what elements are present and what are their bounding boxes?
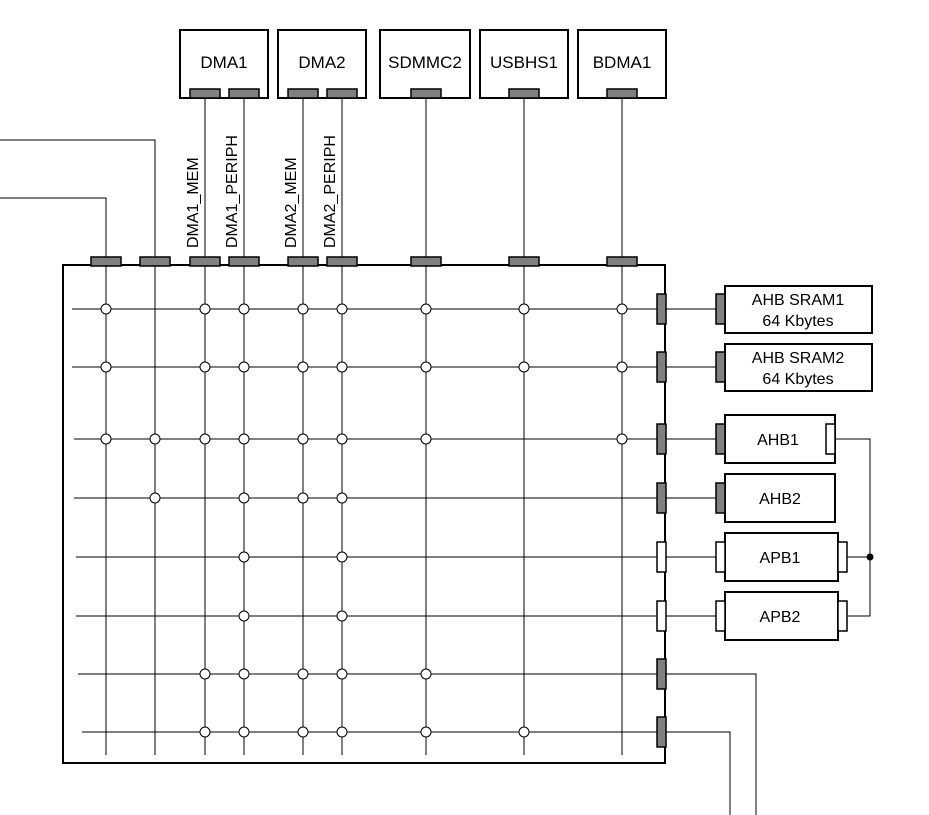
master-usbhs1: USBHS1 — [479, 29, 569, 99]
matrix-connection-nodes — [100, 303, 628, 738]
ahb-sram1-name: AHB SRAM1 — [752, 292, 845, 309]
slave-apb2: APB2 — [715, 591, 848, 641]
master-dma1-label: DMA1 — [200, 53, 247, 72]
matrix-to-slave-wires — [666, 308, 757, 815]
matrix-master-ports — [90, 256, 638, 267]
bridge-junction-dot — [866, 553, 874, 561]
master-dma1: DMA1 — [179, 29, 269, 99]
dma2-mem-label: DMA2_MEM — [283, 157, 300, 248]
ahb-sram2-name: AHB SRAM2 — [752, 350, 845, 367]
master-sdmmc2: SDMMC2 — [379, 29, 471, 99]
bus-matrix-frame — [62, 264, 666, 764]
apb1-label: APB1 — [760, 550, 801, 567]
matrix-horizontal-lines — [72, 308, 657, 733]
master-dma2-label: DMA2 — [298, 53, 345, 72]
apb2-label: APB2 — [760, 609, 801, 626]
external-master-lines — [0, 139, 156, 258]
ahb2-label: AHB2 — [759, 491, 801, 508]
master-to-matrix-wires — [204, 98, 623, 258]
master-usbhs1-label: USBHS1 — [490, 53, 558, 72]
slave-ahb-sram1: AHB SRAM1 64 Kbytes — [715, 285, 873, 334]
master-sdmmc2-label: SDMMC2 — [388, 53, 462, 72]
slave-ahb1: AHB1 — [715, 414, 836, 464]
master-dma2: DMA2 — [277, 29, 367, 99]
ahb1-apb-bridge-wires — [835, 438, 874, 617]
slave-apb1: APB1 — [715, 532, 848, 582]
dma2-periph-label: DMA2_PERIPH — [322, 135, 339, 248]
matrix-slave-ports — [656, 293, 667, 748]
dma1-periph-label: DMA1_PERIPH — [224, 135, 241, 248]
ahb1-label: AHB1 — [757, 432, 799, 449]
ahb-sram2-size: 64 Kbytes — [762, 371, 833, 388]
slave-ahb-sram2: AHB SRAM2 64 Kbytes — [715, 343, 873, 392]
dma1-mem-label: DMA1_MEM — [185, 157, 202, 248]
master-bdma1: BDMA1 — [577, 29, 667, 99]
master-bdma1-label: BDMA1 — [593, 53, 652, 72]
ahb-sram1-size: 64 Kbytes — [762, 313, 833, 330]
slave-ahb2: AHB2 — [715, 473, 836, 523]
